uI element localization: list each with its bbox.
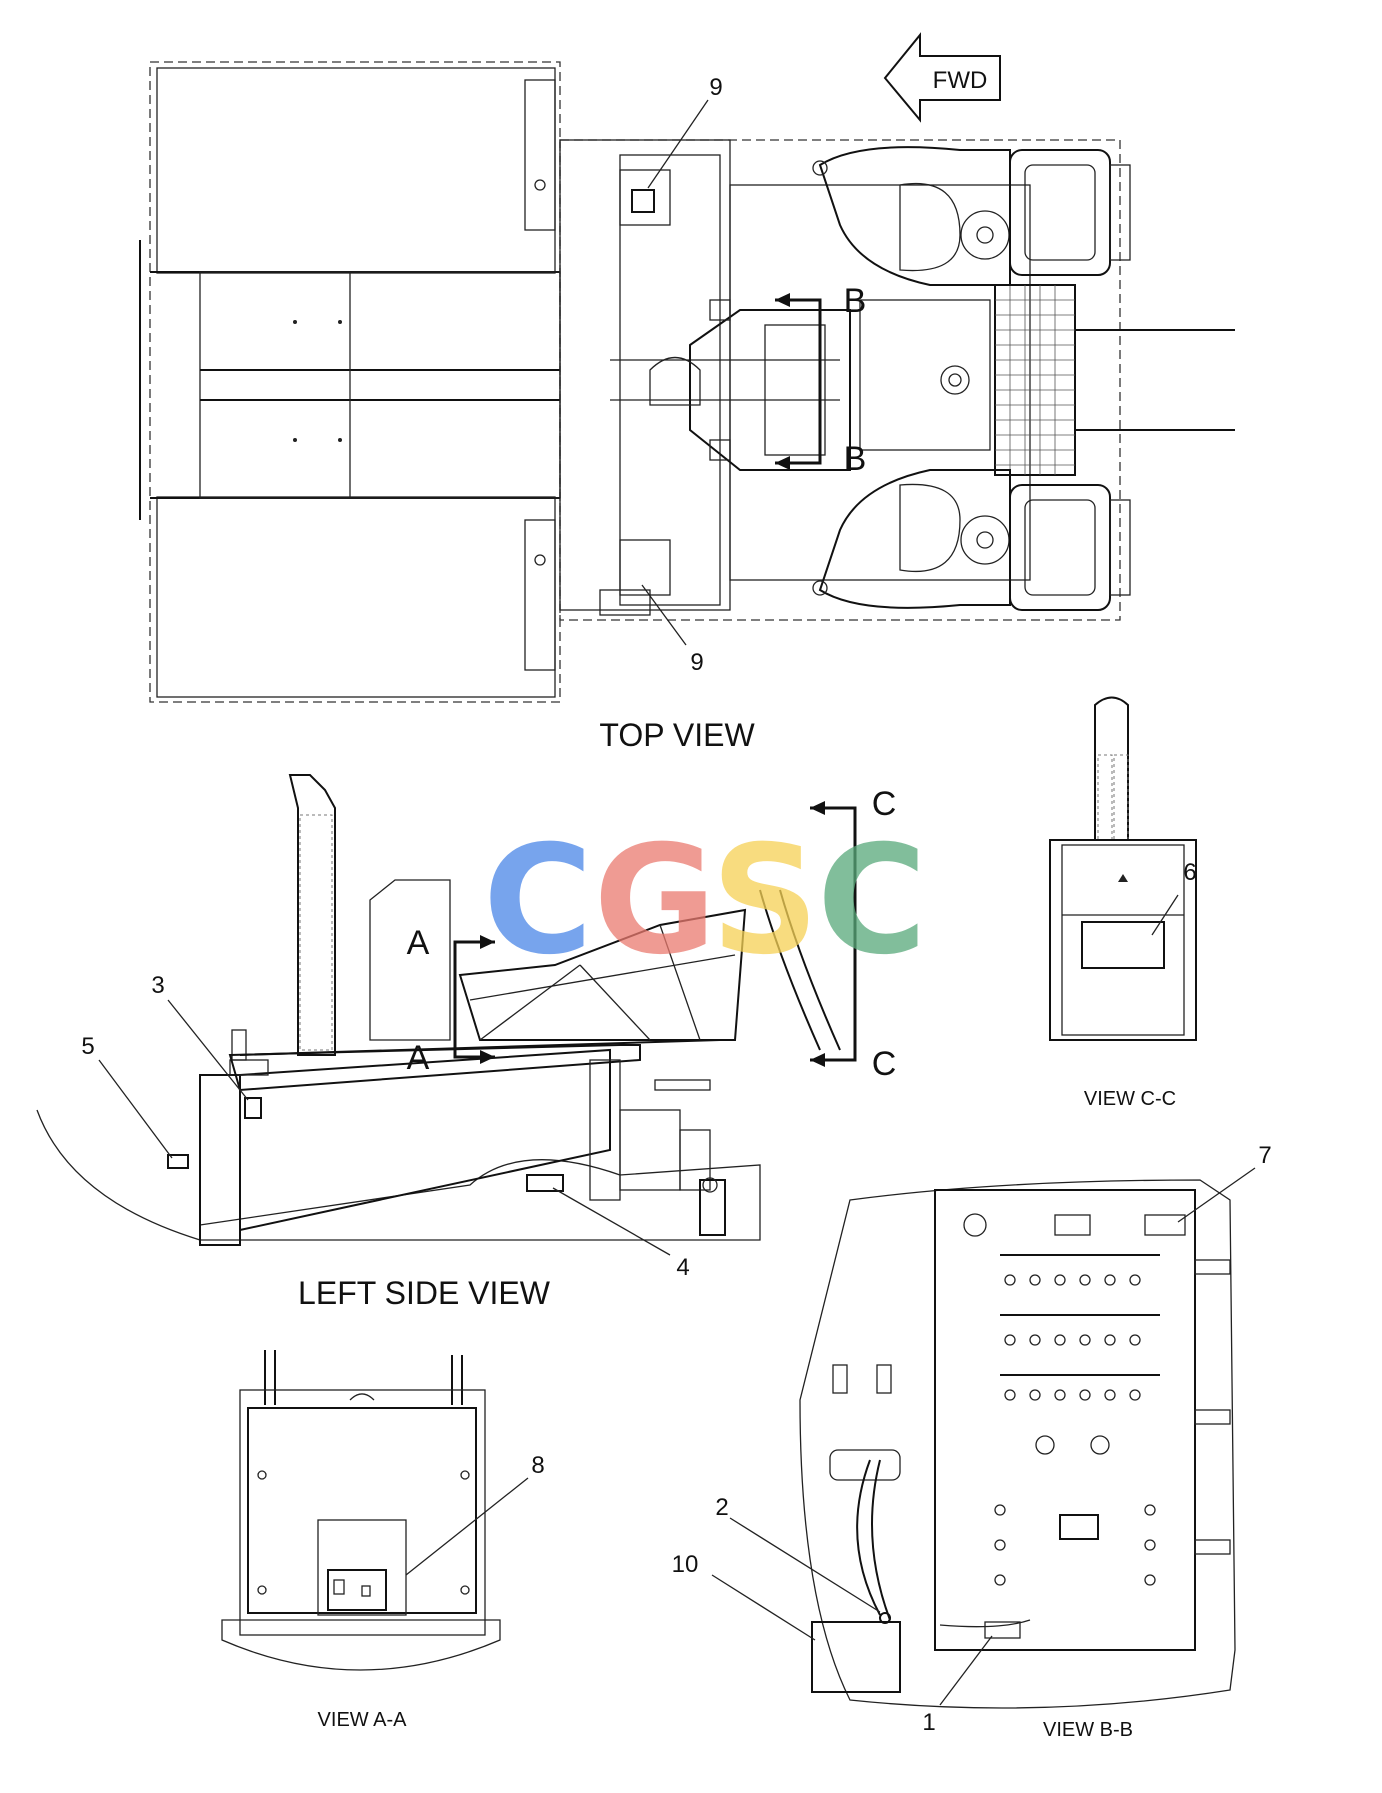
- watermark-letter: S: [711, 814, 819, 988]
- watermark-letter: C: [483, 814, 593, 988]
- view-cc-title: VIEW C-C: [1084, 1088, 1176, 1110]
- section-a-cut-line: A A: [407, 924, 495, 1077]
- callout-3: 3: [151, 972, 249, 1101]
- callout-6-number: 6: [1183, 859, 1196, 886]
- callout-3-number: 3: [151, 972, 164, 999]
- fwd-arrow: FWD: [883, 32, 1001, 123]
- callout-7: 7: [1177, 1142, 1272, 1223]
- view-bb-drawing: [799, 1179, 1236, 1709]
- section-b-bottom-label: B: [844, 440, 867, 478]
- callout-8: 8: [405, 1452, 545, 1576]
- watermark-letter: G: [593, 814, 716, 988]
- callout-6: 6: [1151, 859, 1197, 936]
- section-a-bottom-label: A: [407, 1039, 430, 1077]
- left-side-view-drawing: [36, 774, 841, 1246]
- callout-4: 4: [552, 1187, 690, 1281]
- section-c-cut-line: C C: [810, 785, 896, 1083]
- connector-grid: [994, 1274, 1156, 1586]
- section-a-top-label: A: [407, 924, 430, 962]
- section-c-bottom-label: C: [872, 1045, 897, 1083]
- view-cc-drawing: [1049, 696, 1197, 1041]
- view-bb-title: VIEW B-B: [1043, 1719, 1133, 1741]
- section-b-cut-line: B B: [775, 282, 866, 478]
- top-view-title: TOP VIEW: [599, 717, 755, 753]
- callout-9-top: 9: [647, 74, 723, 189]
- view-aa-title: VIEW A-A: [318, 1709, 408, 1731]
- callout-1: 1: [922, 1635, 993, 1736]
- callout-10-number: 10: [672, 1551, 699, 1578]
- callout-8-number: 8: [531, 1452, 544, 1479]
- callout-9-top-number: 9: [709, 74, 722, 101]
- callout-2: 2: [715, 1494, 881, 1613]
- top-view-drawing: [139, 61, 1235, 703]
- cgsc-watermark: C G S C: [483, 814, 927, 988]
- left-side-view-title: LEFT SIDE VIEW: [298, 1275, 551, 1311]
- watermark-letter: C: [817, 814, 927, 988]
- callout-4-number: 4: [676, 1254, 689, 1281]
- callout-7-number: 7: [1258, 1142, 1271, 1169]
- callout-10: 10: [672, 1551, 816, 1641]
- callout-1-number: 1: [922, 1709, 935, 1736]
- callout-5: 5: [81, 1033, 173, 1159]
- callout-9-bottom-number: 9: [690, 649, 703, 676]
- section-c-top-label: C: [872, 785, 897, 823]
- fwd-label: FWD: [933, 67, 988, 94]
- section-b-top-label: B: [844, 282, 867, 320]
- callout-5-number: 5: [81, 1033, 94, 1060]
- callout-2-number: 2: [715, 1494, 728, 1521]
- view-aa-drawing: [221, 1350, 501, 1671]
- callout-9-bottom: 9: [641, 584, 704, 676]
